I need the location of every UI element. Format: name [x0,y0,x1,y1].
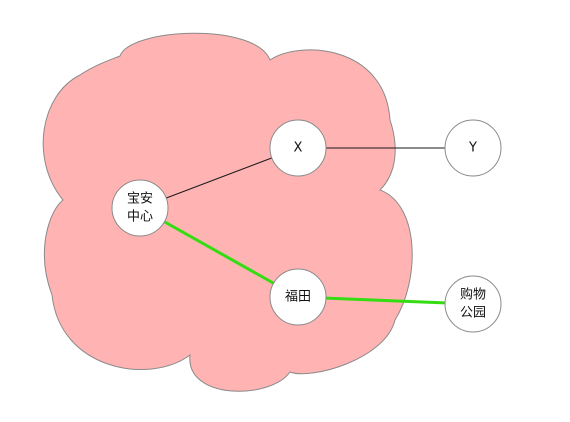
node-label: 公园 [460,306,486,321]
edge-baoan-futian [139,206,299,299]
node-circle [269,119,327,177]
node-label: 购物 [460,287,486,303]
node-label: Y [468,141,477,156]
node-label: 宝安 [127,192,153,207]
node-circle [269,268,327,326]
node-y: Y [444,119,502,177]
node-label: X [294,141,303,156]
node-circle [111,179,169,237]
node-label: 中心 [127,210,153,225]
node-circle [444,119,502,177]
edge-futian-park [297,295,474,306]
cloud-region [42,32,413,392]
node-x: X [269,119,327,177]
node-label: 福田 [285,290,311,305]
node-circle [444,275,502,333]
node-futian: 福田 [269,268,327,326]
